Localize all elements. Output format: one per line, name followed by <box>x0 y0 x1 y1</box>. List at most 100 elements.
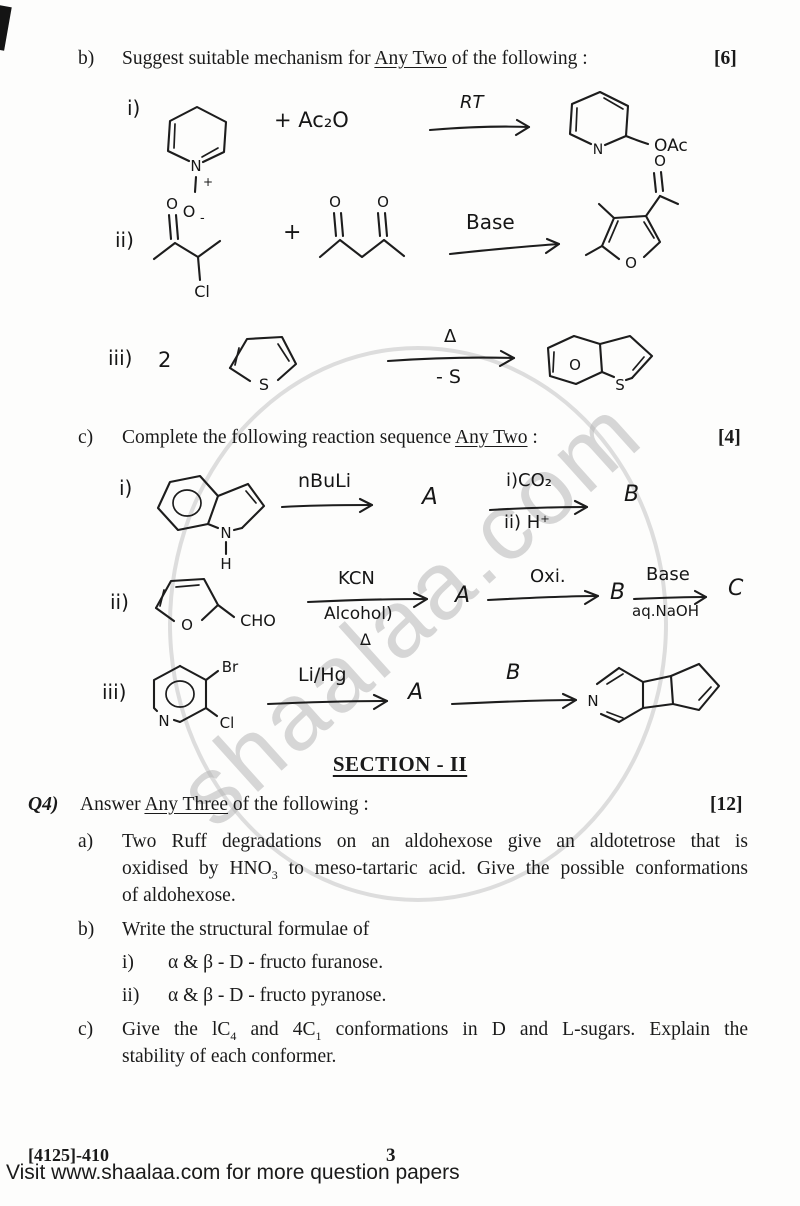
furfural-structure: O CHO <box>154 577 276 634</box>
q4c-line1-a: Give the lC <box>122 1019 231 1040</box>
reaction-arrow <box>266 693 389 711</box>
q4a-line2-post: to meso-tartaric acid. Give the possible… <box>277 858 748 879</box>
q4-prompt-underlined: Any Three <box>144 794 229 815</box>
part-b-prompt-underlined: Any Two <box>374 48 447 69</box>
part-b-marks: [6] <box>714 48 737 69</box>
q4b-ii-text: α & β - D - fructo pyranose. <box>168 985 387 1006</box>
arrow-condition-base: Base <box>466 210 515 234</box>
section-2-title-row: SECTION - II <box>0 752 800 777</box>
q4a-line2-pre: oxidised by HNO <box>122 858 272 879</box>
arrow-condition-delta: Δ <box>360 630 371 649</box>
page-number: 3 <box>386 1145 396 1166</box>
intermediate-a-label: A <box>408 680 424 705</box>
bromine-label: Br <box>222 658 239 676</box>
q4c-sub-4: 4 <box>230 1028 237 1043</box>
reaction-arrow <box>486 589 600 606</box>
part-b-prompt-pre: Suggest suitable mechanism for <box>122 48 375 69</box>
positive-charge-label: + <box>203 175 213 189</box>
chlorine-label: Cl <box>220 714 235 732</box>
arrow-condition-nbuli: nBuLi <box>298 470 351 492</box>
part-b-prompt: Suggest suitable mechanism for Any Two o… <box>122 45 588 72</box>
arrow-condition-kcn: KCN <box>338 568 375 589</box>
q4b-label: b) <box>78 919 95 940</box>
part-c-prompt-pre: Complete the following reaction sequence <box>122 427 456 448</box>
carbonyl-oxygen-label: O <box>377 193 389 211</box>
arrow-condition-h-plus: ii) H⁺ <box>504 512 550 533</box>
reaction-arrow <box>448 237 561 256</box>
visit-shaalaa-line: Visit www.shaalaa.com for more question … <box>6 1161 460 1184</box>
ring-oxygen-label: O <box>181 616 193 634</box>
q4-label: Q4) <box>28 794 59 815</box>
indole-structure: N H <box>156 474 266 573</box>
cho-group-label: CHO <box>240 611 276 630</box>
q4a-label: a) <box>78 831 94 852</box>
reaction-b-i-label: i) <box>127 96 141 120</box>
part-c-prompt: Complete the following reaction sequence… <box>122 424 538 451</box>
ring-nitrogen-label: N <box>158 712 169 730</box>
q4a-line1: Two Ruff degradations on an aldohexose g… <box>122 831 748 852</box>
pentanedione-structure: O O <box>318 193 406 259</box>
reaction-c-iii-label: iii) <box>102 680 127 704</box>
arrow-condition-oxidation: Oxi. <box>530 566 566 587</box>
reaction-c-ii-label: ii) <box>110 590 129 614</box>
stoichiometry-coefficient: 2 <box>158 348 172 372</box>
ring-nitrogen-label: N <box>190 157 201 175</box>
q4-prompt-pre: Answer <box>80 794 145 815</box>
fused-tricyclic-product-structure: N <box>587 662 721 724</box>
part-b-prompt-post: of the following : <box>446 48 588 69</box>
pyridine-oac-structure: N OAc <box>568 90 688 158</box>
reaction-b-iii-label: iii) <box>108 346 133 370</box>
paper-code: [4125]-410 <box>28 1145 109 1165</box>
reaction-c-i-label: i) <box>119 476 133 500</box>
q4c-line1-b: and 4C <box>236 1019 316 1040</box>
q4c-sub-1: 1 <box>315 1028 322 1043</box>
product-b-label: B <box>624 482 640 507</box>
pyridine-n-oxide-structure: N + O - <box>166 105 228 226</box>
plus-sign: + <box>283 220 302 245</box>
ring-oxygen-label: O <box>625 254 637 272</box>
arrow-condition-base: Base <box>646 564 690 585</box>
q4b-text: Write the structural formulae of <box>122 919 370 940</box>
q4-prompt-post: of the following : <box>228 794 369 815</box>
negative-charge-label: - <box>200 211 205 226</box>
watermark-circle <box>168 346 668 902</box>
ring-sulfur-label: S <box>259 375 269 394</box>
q4c-line1: Give the lC4 and 4C1 conformations in D … <box>122 1016 748 1050</box>
arrow-condition-minus-s: - S <box>436 366 461 388</box>
intermediate-a-label: A <box>422 484 438 510</box>
intermediate-a-label: A <box>455 583 471 608</box>
reaction-b-ii-label: ii) <box>115 228 134 252</box>
q4c-label: c) <box>78 1019 94 1040</box>
intermediate-b-label: B <box>610 580 626 605</box>
chlorine-label: Cl <box>194 282 210 301</box>
part-c-prompt-underlined: Any Two <box>455 427 528 448</box>
reaction-arrow <box>450 692 578 710</box>
acetyl-dimethylfuran-structure: O O <box>584 152 680 272</box>
bromochloropyridine-structure: N Br Cl <box>152 658 239 732</box>
q4-prompt: Answer Any Three of the following : <box>80 791 369 818</box>
arrow-condition-alcohol: Alcohol) <box>324 604 393 624</box>
arrow-condition-b: B <box>506 660 521 684</box>
reaction-arrow <box>280 497 374 514</box>
arrow-condition-naoh: aq.NaOH <box>632 602 699 620</box>
q4-marks: [12] <box>710 794 743 815</box>
reaction-arrow <box>386 349 516 368</box>
q4c-line2: stability of each conformer. <box>122 1046 337 1067</box>
reaction-arrow <box>306 591 429 609</box>
q4a-line2: oxidised by HNO3 to meso-tartaric acid. … <box>122 855 748 889</box>
arrow-condition-rt: RT <box>460 92 484 113</box>
fused-bicyclic-product-structure: O S <box>546 334 654 394</box>
nh-hydrogen-label: H <box>220 555 231 573</box>
carbonyl-oxygen-label: O <box>329 193 341 211</box>
oac-substituent-label: OAc <box>654 136 688 156</box>
reaction-arrow <box>428 118 531 137</box>
reaction-arrow <box>488 499 589 516</box>
part-c-prompt-post: : <box>527 427 538 448</box>
arrow-condition-heat: Δ <box>444 326 457 347</box>
ring-oxygen-label: O <box>569 356 581 374</box>
